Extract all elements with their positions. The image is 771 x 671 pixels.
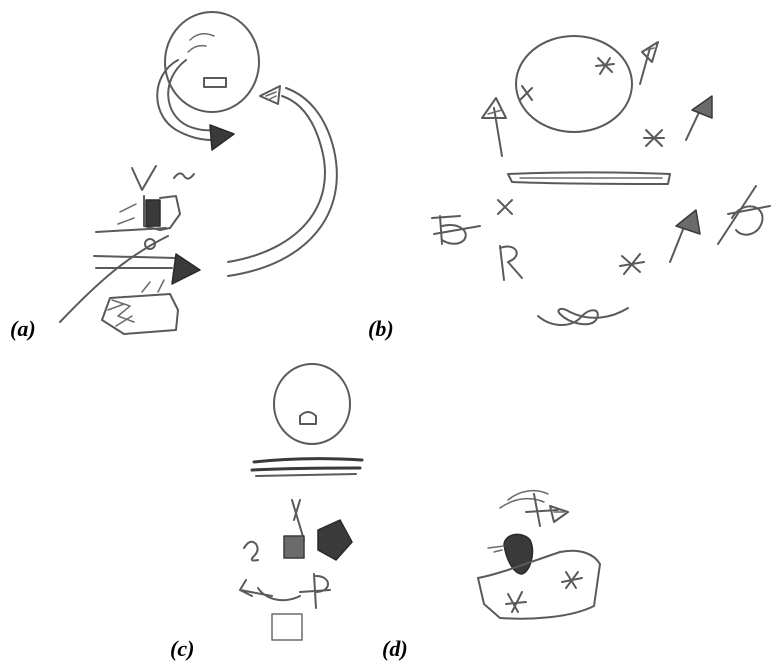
- panel-b-sketch: [431, 35, 771, 326]
- panel-c-curve: [257, 587, 301, 602]
- panel-label-c: (c): [170, 636, 195, 661]
- panel-a-small-rect: [203, 77, 227, 88]
- panel-d-star-mark: [561, 571, 583, 589]
- panel-b-long-bar: [507, 171, 671, 185]
- panel-c-small-dome: [299, 411, 317, 425]
- panel-b-wavy-mark: [537, 307, 629, 326]
- panel-d-ticks: [487, 545, 505, 553]
- panel-c-bar: [252, 457, 364, 464]
- panel-b-arrow-shaft: [493, 107, 503, 157]
- panel-a-diagonal-line: [59, 235, 169, 323]
- panel-a-box-scribble: [107, 299, 135, 327]
- panel-a-line: [93, 255, 177, 259]
- panel-a-pentagon: [159, 195, 181, 231]
- panel-label-b: (b): [368, 316, 394, 341]
- panel-a-box-shape: [101, 293, 179, 335]
- panel-d-box-shape: [477, 549, 601, 620]
- panel-b-glyph-phi: [717, 185, 771, 245]
- panel-a-tilde-mark: [173, 172, 195, 180]
- panel-a-sketch: [59, 11, 338, 335]
- panel-a-curved-arrow-right: [227, 87, 338, 277]
- panel-b-glyph-d: [431, 215, 481, 245]
- panel-c-gray-block: [283, 535, 305, 559]
- panel-a-line: [95, 227, 167, 233]
- panel-a-circle-scribble: [187, 44, 207, 53]
- panel-b-arrowhead-hatch: [645, 47, 655, 51]
- panel-c-bar: [255, 473, 357, 477]
- panel-a-curved-arrow-left: [156, 59, 213, 141]
- panel-c-circle: [273, 363, 351, 445]
- panel-a-arrowhead: [209, 124, 235, 151]
- panel-d-arrowhead: [549, 505, 569, 523]
- panel-a-curved-arrow-left: [167, 59, 213, 132]
- panel-b-cross-mark: [519, 85, 533, 101]
- panel-b-arrowhead-hatch: [487, 109, 503, 115]
- panel-c-glyph-p: [299, 573, 331, 609]
- panel-c-sketch: [239, 363, 364, 641]
- panel-b-cross-mark: [497, 199, 513, 215]
- panel-a-arrowhead: [171, 253, 201, 285]
- panel-a-ticks: [117, 203, 137, 225]
- panel-b-arrowhead: [675, 209, 701, 235]
- panel-a-curved-arrow-right: [227, 95, 326, 263]
- panel-label-d: (d): [382, 636, 408, 661]
- panel-c-line-mark: [291, 499, 305, 541]
- panel-b-arrowhead: [691, 95, 713, 119]
- panel-b-star-mark: [619, 253, 645, 275]
- panel-d-sketch: [477, 489, 601, 620]
- panel-c-tilde-mark: [243, 540, 259, 562]
- panel-d-star-mark: [505, 591, 527, 613]
- panel-c-dark-block: [317, 519, 353, 561]
- panel-a-circle-scribble: [189, 33, 215, 41]
- panel-a-dark-block: [145, 199, 161, 227]
- panel-b-glyph-r: [499, 245, 523, 281]
- panel-d-arc: [499, 497, 545, 509]
- panel-c-arrow-left: [239, 579, 273, 597]
- panel-a-box-scribble: [141, 279, 165, 293]
- panel-d-arc: [507, 489, 549, 501]
- panel-a-circle: [164, 11, 260, 113]
- panel-b-arrow-shaft: [639, 47, 651, 85]
- panel-b-circle: [515, 35, 633, 133]
- panel-d-dark-shape: [503, 533, 534, 575]
- panel-b-arrowhead: [481, 97, 507, 119]
- panel-c-small-square: [271, 613, 303, 641]
- panel-b-star-mark: [595, 57, 615, 75]
- panel-a-arrowhead-hatch: [265, 91, 277, 101]
- panel-c-bar: [250, 466, 362, 472]
- panel-a-v-mark: [131, 165, 157, 191]
- panel-b-star-mark: [643, 129, 665, 147]
- panel-b-arrowhead: [641, 41, 659, 63]
- panel-d-cross-line: [525, 493, 559, 527]
- panel-label-a: (a): [10, 316, 36, 341]
